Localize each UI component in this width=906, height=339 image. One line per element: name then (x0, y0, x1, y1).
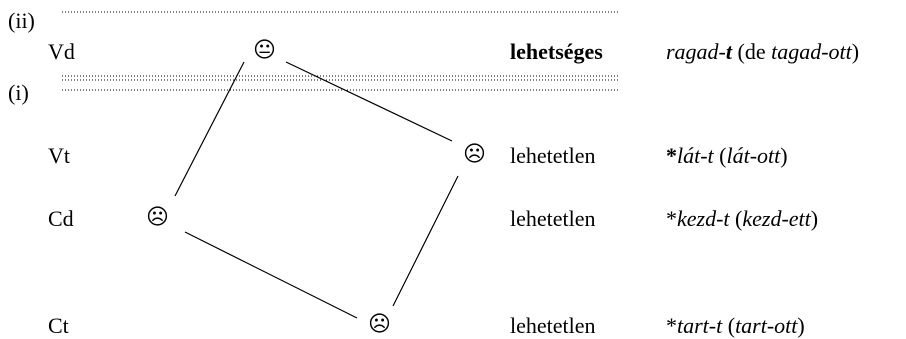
example-vd-suffix: t (725, 39, 733, 64)
example-vt-star: * (666, 143, 677, 168)
status-ct: lehetetlen (510, 313, 596, 338)
example-ct-paren-close: ) (797, 313, 805, 338)
example-cd: *kezd-t (kezd-ett) (666, 206, 818, 232)
edge-cd-ct (184, 231, 358, 319)
example-vt-alt: lát-ott (726, 143, 781, 168)
example-cd-alt: kezd-ett (742, 206, 811, 231)
example-vt-paren-close: ) (780, 143, 788, 168)
example-ct-star: * (666, 313, 677, 338)
row-code-vt: Vt (48, 143, 70, 168)
example-vd-paren-close: ) (851, 39, 860, 64)
row-code-ct: Ct (48, 313, 69, 338)
level-i-label: (i) (8, 80, 29, 105)
status-vt: lehetetlen (510, 143, 596, 168)
row-code-vd: Vd (48, 39, 75, 64)
row-code-cd: Cd (48, 206, 74, 231)
example-vd-paren-open: (de (732, 39, 772, 64)
example-vt: *lát-t (lát-ott) (666, 143, 788, 169)
frown-face-icon: ☹ (146, 205, 169, 230)
example-vd-stem: ragad- (666, 39, 726, 64)
example-vd-alt: tagad-ott (771, 39, 852, 64)
edge-vd-cd (174, 61, 245, 197)
edge-vt-ct (392, 175, 459, 307)
example-ct-paren-open: ( (722, 313, 736, 338)
edge-vd-vt (285, 61, 453, 142)
example-ct-alt: tart-ott (735, 313, 798, 338)
neutral-face-icon: 😐 (253, 38, 276, 63)
example-cd-star: * (666, 206, 677, 231)
example-vt-form: lát-t (677, 143, 714, 168)
example-cd-paren-close: ) (810, 206, 819, 231)
frown-face-icon: ☹ (463, 142, 486, 167)
example-vd: ragad-t (de tagad-ott) (666, 39, 859, 65)
level-ii-label: (ii) (8, 8, 35, 33)
example-vt-paren-open: ( (713, 143, 727, 168)
example-cd-paren-open: ( (729, 206, 743, 231)
status-cd: lehetetlen (510, 206, 596, 231)
example-ct: *tart-t (tart-ott) (666, 313, 805, 339)
frown-face-icon: ☹ (368, 312, 391, 337)
example-ct-form: tart-t (677, 313, 723, 338)
status-vd: lehetséges (510, 39, 603, 64)
example-cd-form: kezd-t (677, 206, 730, 231)
